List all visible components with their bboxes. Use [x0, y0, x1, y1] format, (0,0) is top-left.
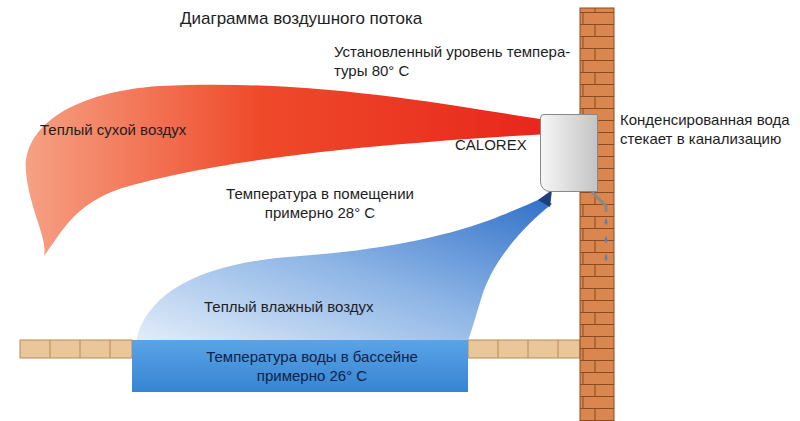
water-temperature: Температура воды в бассейне примерно 26°…: [202, 347, 422, 385]
condensate-note: Конденсированная вода стекает в канализа…: [620, 110, 796, 148]
pool-deck: [468, 340, 580, 358]
unit-name: CALOREX: [455, 135, 527, 154]
room-temperature: Температура в помещении примерно 28° С: [212, 184, 428, 222]
drain-pipe: [592, 192, 606, 212]
brick-wall: [580, 8, 614, 421]
dry-air-label: Теплый сухой воздух: [40, 120, 186, 139]
diagram-title: Диаграмма воздушного потока: [180, 9, 422, 28]
pool-water: Температура воды в бассейне примерно 26°…: [132, 340, 468, 392]
humid-air-label: Теплый влажный воздух: [204, 297, 374, 316]
setpoint-note: Установленный уровень темпера- туры 80° …: [334, 42, 596, 80]
arrow-head: [538, 190, 552, 207]
pool-deck: [20, 340, 132, 358]
water-drops: [605, 218, 608, 261]
calorex-unit: CALOREX: [540, 114, 598, 192]
